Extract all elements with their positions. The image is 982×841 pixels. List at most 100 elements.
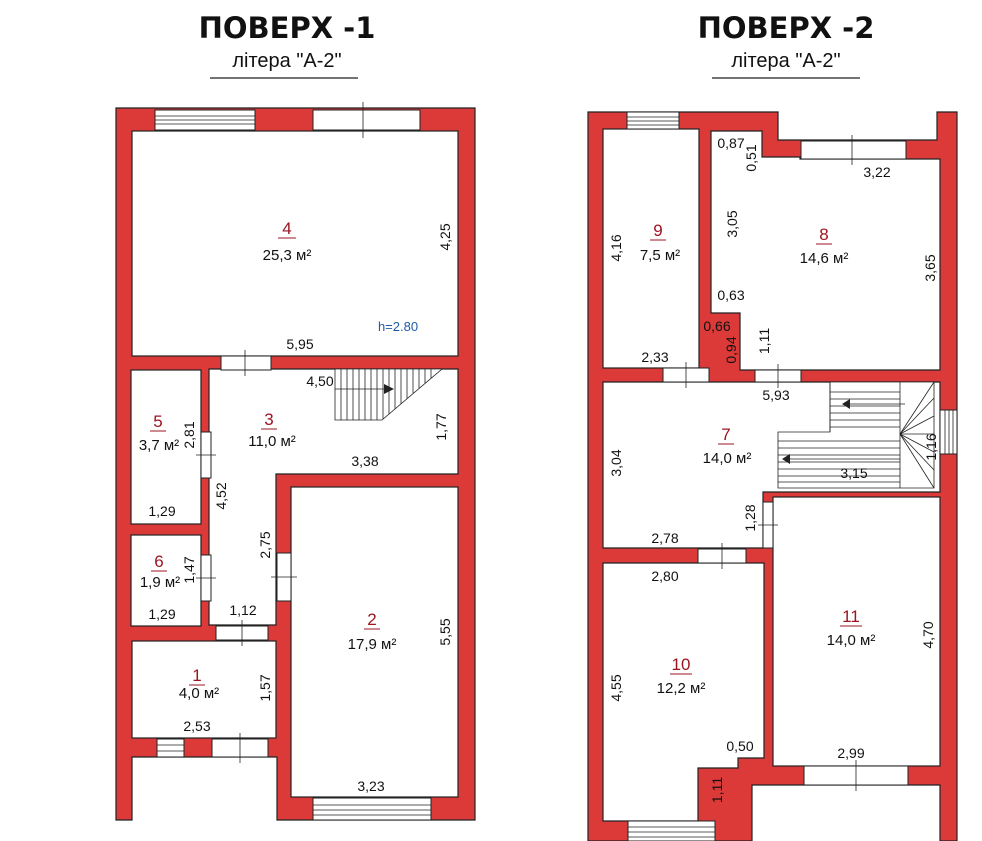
- window-bottom-small: [156, 738, 185, 758]
- dimension-label: 2,53: [183, 718, 210, 734]
- room-2-floor: [290, 486, 459, 798]
- room-number: 1: [192, 666, 201, 685]
- dimension-label: 3,38: [351, 453, 378, 469]
- dimension-label: 3,23: [357, 778, 384, 794]
- dimension-label: 1,12: [229, 602, 256, 618]
- dimension-label: 5,95: [286, 336, 313, 352]
- room-number: 8: [819, 225, 828, 244]
- dimension-label: 2,75: [257, 531, 273, 558]
- door-room-2: [271, 552, 297, 602]
- room-8-floor: [710, 130, 941, 371]
- dimension-label: 1,16: [923, 433, 939, 460]
- room-1-floor: [131, 640, 277, 739]
- door-room-8: [754, 364, 802, 388]
- floor-subtitle: літера "А-2": [232, 50, 341, 72]
- dimension-label: 3,22: [863, 164, 890, 180]
- room-10-label: 10 12,2 м²: [657, 655, 706, 697]
- room-area: 4,0 м²: [179, 685, 219, 702]
- floor-title: ПОВЕРХ -2: [698, 11, 875, 45]
- dimension-label: 2,33: [641, 349, 668, 365]
- room-area: 25,3 м²: [263, 247, 312, 264]
- room-area: 11,0 м²: [248, 433, 296, 450]
- room-area: 1,9 м²: [140, 574, 180, 591]
- room-number: 6: [154, 552, 163, 571]
- dimension-label: 1,11: [709, 777, 725, 803]
- window-room-11: [803, 760, 909, 791]
- door-room-4-to-3: [220, 350, 272, 376]
- room-area: 7,5 м²: [640, 247, 680, 264]
- room-7-label: 7 14,0 м²: [703, 425, 752, 467]
- dimension-label: 0,66: [703, 318, 730, 334]
- room-5-label: 5 3,7 м²: [139, 412, 179, 454]
- room-9-label: 9 7,5 м²: [640, 221, 680, 264]
- room-11-label: 11 14,0 м²: [827, 607, 876, 649]
- dimension-label: 4,52: [213, 482, 229, 509]
- room-number: 2: [367, 610, 376, 629]
- room-4-floor: [131, 130, 459, 357]
- floor-subtitle: літера "А-2": [731, 50, 840, 72]
- dimension-label: 2,81: [181, 421, 197, 448]
- dimension-label: 0,50: [726, 738, 753, 754]
- dimension-label: 2,78: [651, 530, 678, 546]
- dimension-label: 2,80: [651, 568, 678, 584]
- door-top-right: [312, 102, 421, 138]
- dimension-label: 0,94: [723, 336, 739, 363]
- door-room-6: [196, 554, 216, 602]
- dimension-label: 4,70: [920, 621, 936, 648]
- room-number: 10: [672, 655, 691, 674]
- staircase: [777, 381, 935, 489]
- room-area: 14,0 м²: [703, 450, 752, 467]
- dimension-label: 0,87: [717, 135, 744, 151]
- floor-title: ПОВЕРХ -1: [199, 11, 376, 45]
- room-1-label: 1 4,0 м²: [179, 666, 219, 702]
- window-room-10-bottom: [627, 820, 716, 841]
- room-area: 12,2 м²: [657, 680, 706, 697]
- dimension-label: 1,57: [257, 674, 273, 701]
- room-number: 5: [153, 412, 162, 431]
- dimension-label: 4,25: [437, 223, 453, 250]
- door-room-9: [662, 362, 710, 388]
- ceiling-height-label: h=2.80: [378, 319, 418, 334]
- dimension-label: 1,11: [756, 328, 772, 354]
- room-6-floor: [130, 534, 202, 627]
- door-bottom-entry: [211, 733, 269, 763]
- dimension-label: 4,50: [306, 373, 333, 389]
- dimension-label: 1,29: [148, 503, 175, 519]
- door-room-7-right: [758, 501, 778, 549]
- dimension-label: 3,05: [724, 210, 740, 237]
- dimension-label: 1,77: [433, 413, 449, 440]
- dimension-label: 4,55: [608, 674, 624, 701]
- window-room-7-right: [939, 409, 958, 455]
- door-room-8-top: [800, 135, 907, 165]
- window-top-left: [154, 109, 256, 131]
- dimension-label: 0,51: [743, 144, 759, 171]
- room-number: 11: [842, 607, 860, 626]
- room-6-label: 6 1,9 м²: [140, 552, 180, 591]
- room-area: 14,6 м²: [800, 250, 849, 267]
- dimension-label: 1,47: [181, 556, 197, 583]
- dimension-label: 2,99: [837, 745, 864, 761]
- dimension-label: 0,63: [717, 287, 744, 303]
- dimension-label: 3,04: [608, 449, 624, 476]
- room-3-label: 3 11,0 м²: [248, 410, 296, 450]
- door-room-1: [215, 620, 269, 646]
- floor-plan-level-minus-2: ПОВЕРХ -2 літера "А-2": [587, 11, 958, 841]
- room-4-label: 4 25,3 м²: [263, 219, 312, 264]
- window-room-9: [626, 111, 680, 130]
- room-8-label: 8 14,6 м²: [800, 225, 849, 267]
- staircase: [334, 368, 444, 421]
- room-9-floor: [602, 128, 700, 369]
- door-room-10: [697, 543, 747, 569]
- dimension-label: 4,16: [608, 234, 624, 261]
- room-2-label: 2 17,9 м²: [348, 610, 397, 653]
- dimension-label: 5,93: [762, 387, 789, 403]
- door-room-5: [196, 431, 216, 479]
- dimension-label: 5,55: [437, 618, 453, 645]
- room-number: 4: [282, 219, 291, 238]
- room-area: 14,0 м²: [827, 632, 876, 649]
- dimension-label: 3,15: [840, 465, 867, 481]
- room-number: 3: [264, 410, 273, 429]
- room-number: 7: [721, 425, 730, 444]
- dimension-label: 3,65: [922, 254, 938, 281]
- room-3-floor: [208, 368, 459, 626]
